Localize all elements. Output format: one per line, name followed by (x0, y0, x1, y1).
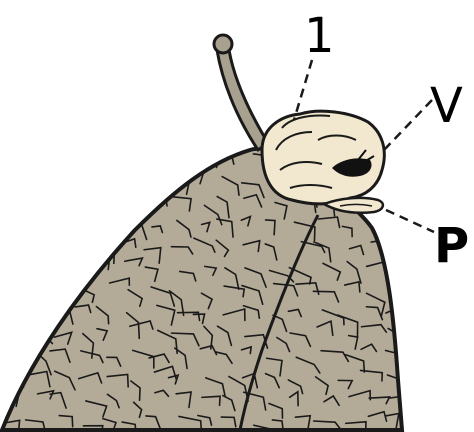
skin-wrinkle (13, 200, 21, 213)
leader-line-p (386, 210, 434, 232)
skin-wrinkle (200, 155, 219, 168)
skin-wrinkle (57, 149, 75, 157)
skin-wrinkle (7, 336, 28, 360)
skin-wrinkle (129, 169, 143, 179)
skin-wrinkle (32, 264, 56, 283)
skin-wrinkle (54, 279, 70, 294)
skin-wrinkle (10, 242, 19, 255)
skin-wrinkle (73, 194, 88, 205)
skin-wrinkle (390, 160, 406, 175)
skin-wrinkle (2, 372, 24, 387)
skin-wrinkle (133, 193, 147, 199)
skin-wrinkle (72, 216, 89, 223)
label-1: 1 (304, 8, 335, 64)
skin-wrinkle (80, 151, 96, 167)
skin-wrinkle (386, 264, 403, 276)
skin-wrinkle (169, 161, 181, 178)
skin-wrinkle (13, 172, 24, 185)
skin-wrinkle (396, 196, 407, 206)
skin-wrinkle (11, 263, 25, 282)
skin-wrinkle (33, 182, 44, 196)
skin-wrinkle (393, 174, 404, 183)
skin-wrinkle (129, 153, 140, 171)
skin-wrinkle (25, 161, 41, 175)
skin-wrinkle (27, 203, 41, 221)
skin-wrinkle (98, 152, 120, 164)
label-v: V (430, 78, 463, 134)
skin-wrinkle (11, 350, 33, 365)
skin-wrinkle (35, 282, 47, 290)
skin-wrinkle (99, 172, 118, 178)
skin-wrinkle (79, 173, 91, 184)
skin-wrinkle (30, 217, 45, 228)
skin-wrinkle (398, 278, 412, 284)
skin-wrinkle (397, 237, 414, 253)
head-mantle (262, 111, 384, 204)
skin-wrinkle (97, 220, 117, 239)
leader-line-v (384, 100, 432, 150)
skin-wrinkle (49, 172, 69, 187)
skin-wrinkle (60, 196, 78, 208)
skin-wrinkle (101, 194, 110, 211)
skin-wrinkle (144, 181, 158, 202)
label-p: P (434, 218, 469, 274)
skin-wrinkle (7, 308, 28, 323)
skin-wrinkle (56, 219, 73, 231)
skin-wrinkle (58, 267, 73, 281)
skin-wrinkle (152, 154, 162, 170)
skin-wrinkle (5, 228, 26, 238)
skin-wrinkle (28, 311, 44, 319)
skin-wrinkle (7, 155, 17, 166)
eye-spot (214, 35, 232, 53)
skin-wrinkle (24, 247, 42, 259)
skin-wrinkle (62, 245, 83, 255)
skin-wrinkle (85, 246, 105, 261)
upper-tentacle (214, 35, 268, 150)
skin-wrinkle (2, 286, 18, 306)
skin-wrinkle (79, 262, 92, 271)
